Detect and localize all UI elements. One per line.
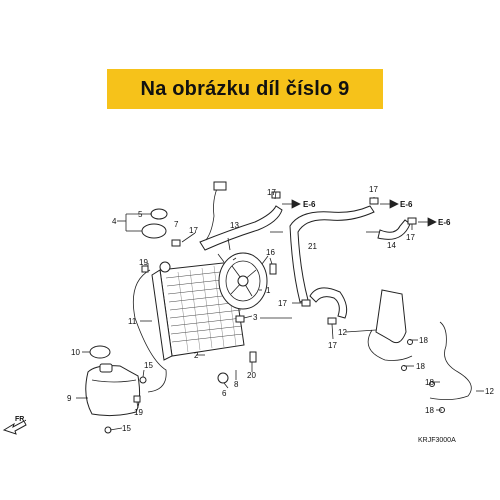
callout-18d: 18	[425, 406, 434, 415]
tank-cap	[89, 345, 111, 359]
fan-wire	[205, 185, 219, 241]
banner-text: Na obrázku díl číslo 9	[140, 77, 350, 100]
callout-9: 9	[67, 394, 72, 403]
diagram-code: KRJF3000A	[418, 437, 456, 444]
callout-18c: 18	[425, 378, 434, 387]
callout-17b: 17	[369, 185, 378, 194]
callout-5: 5	[138, 210, 143, 219]
callout-1: 1	[266, 286, 271, 295]
radiator-cap	[141, 223, 167, 239]
callout-16: 16	[266, 248, 275, 257]
callout-20: 20	[247, 371, 256, 380]
callout-12-right: 12	[485, 387, 494, 396]
callout-3: 3	[253, 313, 258, 322]
callout-17a: 17	[267, 188, 276, 197]
callout-17c: 17	[189, 226, 198, 235]
hose-21	[289, 205, 375, 303]
hose-13	[199, 205, 283, 251]
hose-lower	[309, 287, 348, 319]
callout-14: 14	[387, 241, 396, 250]
harness-12	[429, 321, 472, 400]
callout-11: 11	[128, 317, 137, 326]
fan-connector	[213, 181, 227, 191]
callout-19-lower: 19	[134, 408, 143, 417]
callout-8: 8	[234, 380, 239, 389]
direction-label: FR.	[15, 416, 26, 423]
callout-17e: 17	[278, 299, 287, 308]
part-number-banner: Na obrázku díl číslo 9	[107, 69, 383, 109]
callout-6: 6	[222, 389, 227, 398]
callout-18a: 18	[419, 336, 428, 345]
overflow-tube	[132, 269, 167, 393]
callout-12-left: 12	[338, 328, 347, 337]
wire-right	[367, 329, 413, 361]
callout-21: 21	[308, 242, 317, 251]
cooling-fan	[217, 252, 269, 310]
hardware	[104, 191, 445, 434]
ref-e6-left[interactable]: E-6	[303, 200, 316, 209]
callout-2: 2	[194, 351, 199, 360]
callout-13: 13	[230, 221, 239, 230]
reserve-tank	[85, 363, 141, 417]
front-direction-arrow: FR.	[2, 416, 27, 435]
ref-e6-middle[interactable]: E-6	[400, 200, 413, 209]
callout-4: 4	[112, 217, 117, 226]
callout-15-upper: 15	[144, 361, 153, 370]
callout-18b: 18	[416, 362, 425, 371]
callout-7: 7	[174, 220, 179, 229]
cap-seal	[150, 208, 168, 220]
callout-15-lower: 15	[122, 424, 131, 433]
leader-lines	[76, 191, 484, 431]
callout-17d: 17	[406, 233, 415, 242]
ref-e6-right[interactable]: E-6	[438, 218, 451, 227]
bracket-right	[375, 289, 407, 344]
callout-10: 10	[71, 348, 80, 357]
callout-19-upper: 19	[139, 258, 148, 267]
callout-17f: 17	[328, 341, 337, 350]
